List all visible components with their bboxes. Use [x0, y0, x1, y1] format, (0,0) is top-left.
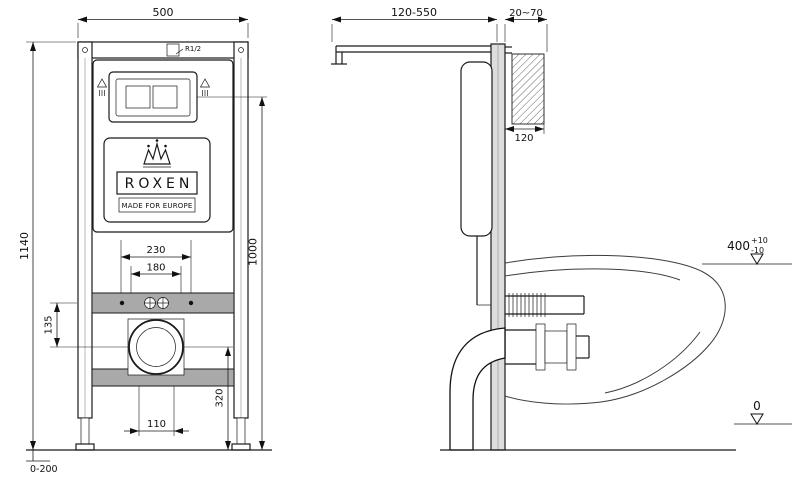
- dim-cistern-depth-120: 120: [505, 124, 545, 144]
- dim-height-1140: 1140: [18, 41, 76, 450]
- dim-rods-180: 180: [130, 263, 182, 293]
- dim-plate-230: 230: [120, 240, 192, 293]
- dim-label-wall-gap: 20~70: [509, 8, 543, 19]
- drain-outlet: [127, 318, 185, 376]
- toilet-bowl-profile: [504, 254, 726, 405]
- inlet-thread-label: R1/2: [185, 45, 201, 53]
- dim-label-height: 1140: [18, 232, 31, 260]
- brand-panel: ROXEN MADE FOR EUROPE: [103, 137, 211, 223]
- concealed-cistern: ROXEN MADE FOR EUROPE: [92, 59, 234, 233]
- water-supply-pipe: [331, 45, 491, 65]
- flush-plate: [108, 71, 198, 123]
- drain-inner-circle: [136, 327, 176, 367]
- foot-plate-right: [231, 443, 251, 451]
- dim-plate-height-1000: 1000: [197, 96, 267, 450]
- dim-depth-120-550: 120-550: [331, 6, 498, 42]
- wall-section: [505, 46, 545, 125]
- datum-bowl-height: 400 +10 -10: [702, 236, 792, 265]
- flush-button-left: [125, 85, 151, 109]
- dim-wall-gap-20-70: 20~70: [504, 8, 548, 52]
- dim-label-plate-width: 230: [146, 245, 165, 256]
- datum-triangle-400: [750, 253, 764, 265]
- brand-logo-text: ROXEN: [125, 176, 194, 192]
- crown-icon: [143, 139, 171, 168]
- dim-label-floor-level: 0: [753, 399, 761, 413]
- mounting-bracket-bar: [91, 292, 235, 314]
- wall-hatch-block: [511, 53, 545, 125]
- dim-label-plate-height: 1000: [247, 238, 260, 266]
- drain-elbow: [449, 327, 506, 451]
- flush-bend-bellows: [505, 293, 585, 317]
- dim-label-depth-range: 120-550: [391, 6, 437, 19]
- brand-tagline: MADE FOR EUROPE: [121, 202, 192, 210]
- dim-label-rod-spacing: 180: [146, 263, 165, 274]
- foot-tube-right: [236, 417, 246, 445]
- adjustment-mark-right: [199, 78, 211, 96]
- dim-label-outlet-spacing: 110: [147, 419, 166, 430]
- dim-outlet-110: 110: [124, 386, 189, 436]
- flush-button-right: [152, 85, 178, 109]
- dim-feet-0-200: 0-200: [26, 450, 58, 475]
- foot-tube-left: [80, 417, 90, 445]
- dim-width-500: 500: [77, 6, 249, 38]
- dim-label-width: 500: [153, 6, 174, 19]
- frame-top-bar: [77, 41, 249, 59]
- fixing-rod-left: [119, 300, 125, 306]
- dim-label-feet-adjust: 0-200: [30, 464, 58, 475]
- side-view: 120-550 20~70 120: [331, 6, 792, 451]
- datum-triangle-0: [750, 413, 764, 425]
- outlet-coupling: [505, 323, 590, 371]
- adjustment-mark-left: [96, 78, 108, 96]
- datum-floor-level: 0: [734, 399, 792, 425]
- cistern-side-profile: [460, 61, 493, 306]
- dim-label-tol-minus: -10: [751, 246, 764, 255]
- dim-label-cistern-depth: 120: [514, 133, 533, 144]
- dim-label-outlet-height: 320: [215, 388, 226, 407]
- frame-screw-right: [238, 47, 244, 53]
- dim-label-tol-plus: +10: [751, 236, 768, 245]
- dim-label-bracket-offset: 135: [44, 315, 55, 334]
- fixing-rod-right: [188, 300, 194, 306]
- water-inlet-fitting: [166, 43, 180, 57]
- dim-bracket-135: 135: [44, 302, 128, 348]
- foot-plate-left: [75, 443, 95, 451]
- dim-outlet-height-320: 320: [184, 346, 233, 450]
- front-view: 500 1140 R1/2: [18, 6, 272, 475]
- frame-screw-left: [82, 47, 88, 53]
- dim-label-bowl-height: 400: [727, 239, 750, 253]
